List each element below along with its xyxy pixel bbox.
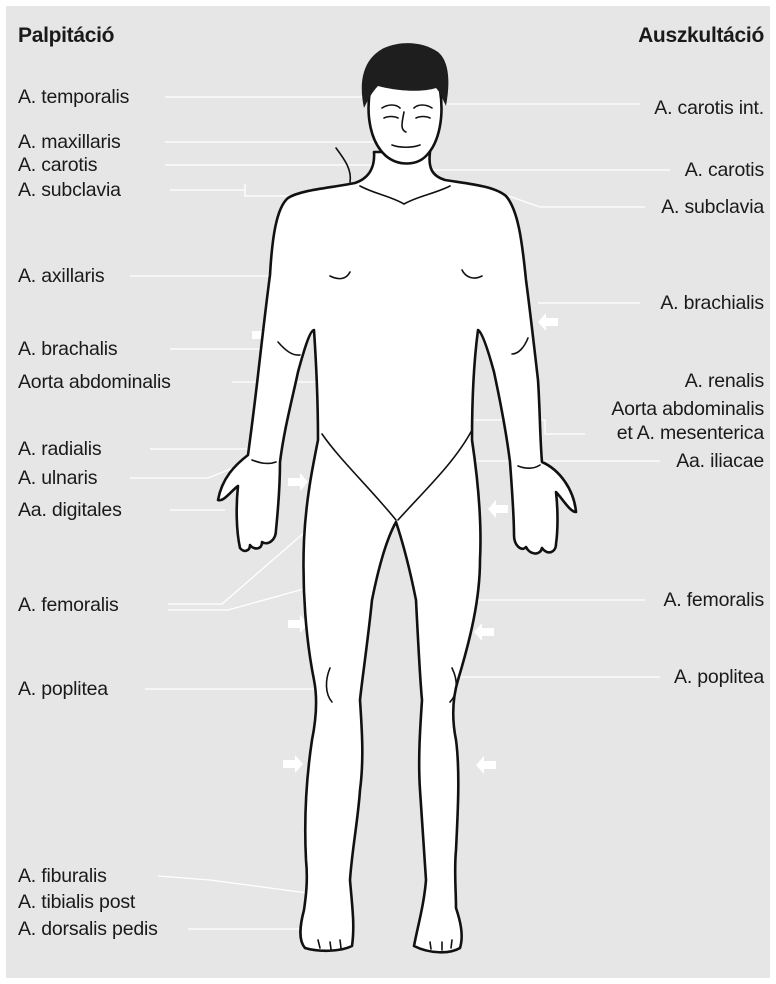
palpation-label: A. maxillaris — [18, 131, 121, 153]
auscultation-label: A. renalis — [685, 370, 764, 392]
auscultation-label: A. femoralis — [663, 589, 764, 611]
arrow-left-icon — [488, 500, 508, 518]
palpation-label: Aorta abdominalis — [18, 371, 171, 393]
palpation-header: Palpitáció — [18, 24, 114, 48]
palpation-label: Aa. digitales — [18, 499, 122, 521]
auscultation-label: A. subclavia — [661, 196, 764, 218]
palpation-label: A. poplitea — [18, 678, 108, 700]
body-outline — [218, 152, 576, 952]
palpation-label: A. brachalis — [18, 338, 117, 360]
head — [362, 43, 449, 163]
palpation-label: A. ulnaris — [18, 467, 97, 489]
auscultation-label: Aa. iliacae — [676, 450, 764, 472]
palpation-label: A. carotis — [18, 154, 97, 176]
auscultation-label: A. carotis — [685, 159, 764, 181]
arrow-left-icon — [474, 623, 494, 641]
palpation-label: A. fiburalis — [18, 865, 107, 887]
arrow-right-icon — [283, 755, 303, 773]
palpation-label: A. tibialis post — [18, 891, 135, 913]
arrow-right-icon — [288, 473, 308, 491]
palpation-label: A. radialis — [18, 438, 101, 460]
auscultation-label: Aorta abdominalis — [611, 398, 764, 420]
palpation-label: A. temporalis — [18, 86, 129, 108]
auscultation-label: A. carotis int. — [654, 97, 764, 119]
palpation-label: A. femoralis — [18, 594, 119, 616]
auscultation-label: A. poplitea — [674, 666, 764, 688]
palpation-label: A. dorsalis pedis — [18, 918, 158, 940]
auscultation-label: A. brachialis — [660, 292, 764, 314]
palpation-label: A. subclavia — [18, 179, 121, 201]
auscultation-header: Auszkultáció — [638, 24, 764, 48]
auscultation-label: et A. mesenterica — [617, 422, 764, 444]
arrow-left-icon — [538, 313, 558, 331]
palpation-label: A. axillaris — [18, 265, 104, 287]
arrow-left-icon — [476, 756, 496, 774]
